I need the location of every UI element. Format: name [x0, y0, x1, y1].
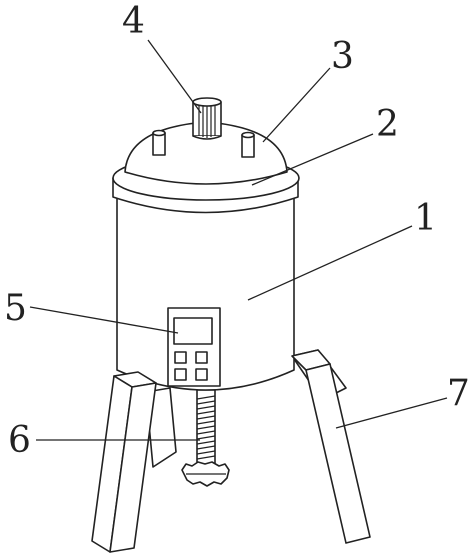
stud-right	[241, 131, 255, 158]
panel-key-3	[174, 368, 187, 381]
stud-left	[152, 129, 166, 156]
screw-thread	[196, 435, 216, 440]
front-leg-right	[291, 349, 371, 544]
motor	[192, 97, 222, 140]
screw-thread	[196, 410, 216, 415]
screw-thread	[196, 430, 216, 435]
display-screen	[173, 317, 213, 345]
screw-thread	[196, 455, 216, 460]
screw-thread	[196, 450, 216, 455]
front-leg-left	[91, 371, 157, 553]
label-dome-lid: 3	[331, 36, 354, 77]
screw-thread	[196, 415, 216, 420]
panel-key-1	[174, 351, 187, 364]
label-lid-ring: 2	[376, 104, 399, 145]
screw-rod	[196, 389, 216, 465]
leader-lines	[29, 39, 448, 441]
screw-thread	[196, 395, 216, 400]
adjust-knob	[181, 461, 230, 487]
label-motor: 4	[122, 1, 145, 42]
screw-thread	[196, 405, 216, 410]
label-control-panel: 5	[4, 288, 27, 329]
control-panel	[167, 307, 221, 387]
panel-key-4	[195, 368, 208, 381]
label-screw-rod: 6	[8, 420, 31, 461]
label-body: 1	[414, 198, 437, 239]
label-legs: 7	[447, 373, 470, 414]
screw-thread	[196, 420, 216, 425]
screw-thread	[196, 440, 216, 445]
panel-key-2	[195, 351, 208, 364]
screw-thread	[196, 445, 216, 450]
screw-thread	[196, 425, 216, 430]
screw-thread	[196, 400, 216, 405]
